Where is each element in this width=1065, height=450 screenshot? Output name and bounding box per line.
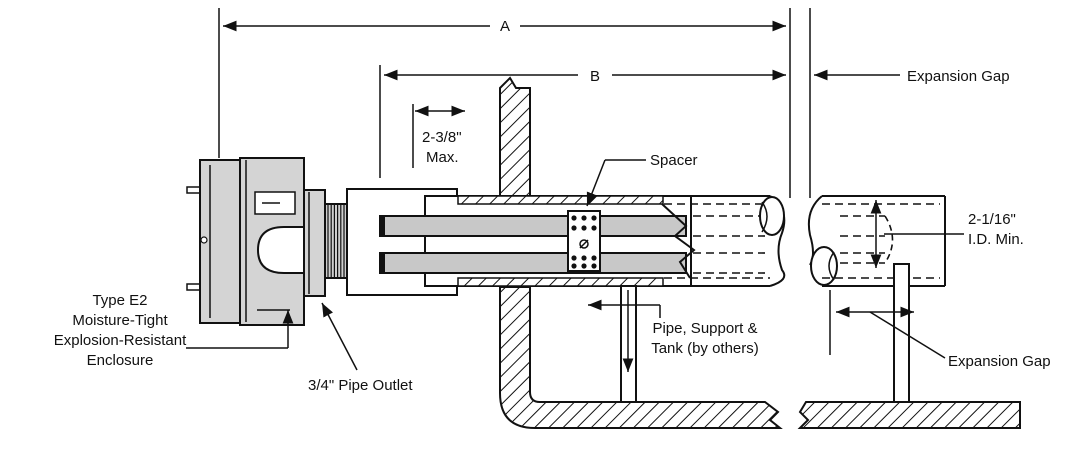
outer-pipe [664,195,786,287]
pipe-support-label-line2: Tank (by others) [651,340,759,357]
spacer-hole [591,225,597,231]
spacer-hole [581,225,587,231]
enclosure-label-line1: Type E2 [92,292,147,309]
pipe-support-label-line1: Pipe, Support & [652,320,757,337]
spacer-hole [591,255,597,261]
enclosure-label-line3: Explosion-Resistant [54,332,187,349]
max-dimension-label: 2-3/8" [422,129,462,146]
spacer-hole [571,263,577,269]
spacer-hole [591,215,597,221]
heating-elements [346,188,696,296]
dimension-lines [218,8,900,198]
enclosure-housing [186,157,381,326]
element-rod-top [379,215,687,237]
spacer-hole [581,215,587,221]
spacer-label: Spacer [650,152,698,169]
enclosure-label-line2: Moisture-Tight [72,312,168,329]
tank-floor-right [797,401,1021,429]
tank-wall-lower [499,286,783,429]
pipe-support-right [893,263,910,403]
enclosure-label-line4: Enclosure [87,352,154,369]
spacer-hole [571,215,577,221]
id-min-label: I.D. Min. [968,231,1024,248]
dimension-b-label: B [590,68,600,85]
outer-pipe-end [807,195,964,287]
spacer-hole [571,255,577,261]
element-rod-bottom [379,252,687,274]
spacer-hole [591,263,597,269]
spacer-hole [581,255,587,261]
spacer-hole [571,225,577,231]
expansion-gap-top-label: Expansion Gap [907,68,1010,85]
expansion-gap-bottom-label: Expansion Gap [948,353,1051,370]
supports [620,263,910,403]
labels: A B Expansion Gap 2-3/8" Max. Spacer 2-1… [54,18,1051,394]
pipe-outlet-label: 3/4" Pipe Outlet [308,377,413,394]
dimension-a-label: A [500,18,510,35]
tank-wall-upper [499,76,531,198]
spacer-hole [581,263,587,269]
id-dimension-label: 2-1/16" [968,211,1016,228]
spacer [567,210,601,272]
leader-lines [186,159,946,371]
max-word-label: Max. [426,149,459,166]
